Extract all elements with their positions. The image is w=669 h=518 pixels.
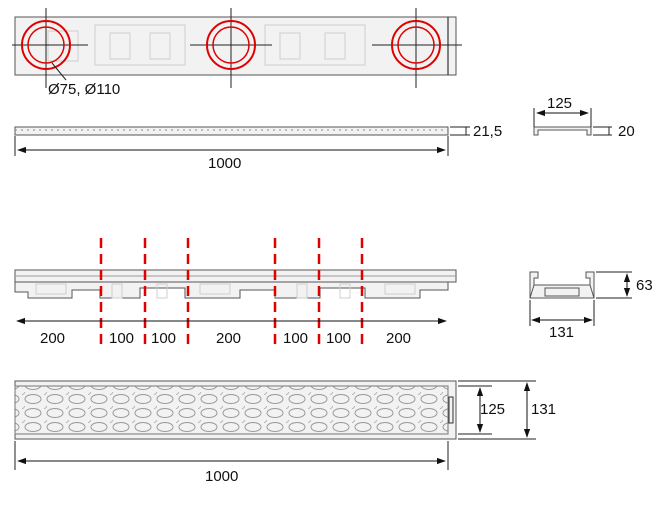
segment-label-6: 100 [326, 330, 351, 347]
grate-section-view: 125 20 [533, 95, 635, 140]
channel-side-feet [35, 283, 416, 299]
channel-side-body [14, 281, 449, 299]
channel-side-view: 200 100 100 200 100 100 200 [14, 238, 457, 347]
channel-top-outline [14, 16, 457, 76]
channel-width-label: 131 [549, 324, 574, 341]
grate-length-label: 1000 [208, 155, 241, 172]
grate-width-label: 125 [547, 95, 572, 112]
grate-top-length-label: 1000 [205, 468, 238, 485]
segment-label-7: 200 [386, 330, 411, 347]
grate-pattern [14, 385, 449, 435]
grate-side-view: 1000 21,5 [14, 123, 502, 172]
grate-section-height-label: 20 [618, 123, 635, 140]
grate-height-label: 21,5 [473, 123, 502, 140]
outlet-leader-line [51, 62, 67, 81]
channel-section-view: 63 131 [529, 271, 653, 341]
grate-side-bar [14, 126, 449, 136]
segment-label-3: 100 [151, 330, 176, 347]
segment-label-5: 100 [283, 330, 308, 347]
grate-section-profile [533, 126, 592, 136]
channel-height-label: 63 [636, 277, 653, 294]
outlet-diameter-label: Ø75, Ø110 [48, 81, 120, 98]
grate-top-view: 1000 125 131 [14, 380, 556, 485]
cut-lines [99, 238, 364, 345]
segment-label-1: 200 [40, 330, 65, 347]
outlet-2 [190, 8, 272, 88]
outlet-1 [12, 8, 88, 88]
channel-section-outlet [544, 287, 580, 297]
top-view: Ø75, Ø110 [12, 8, 462, 98]
inner-width-label: 125 [480, 401, 505, 418]
segment-label-4: 200 [216, 330, 241, 347]
grate-lock [448, 396, 454, 424]
segment-label-2: 100 [109, 330, 134, 347]
outlet-3 [372, 8, 462, 88]
outer-width-label: 131 [531, 401, 556, 418]
